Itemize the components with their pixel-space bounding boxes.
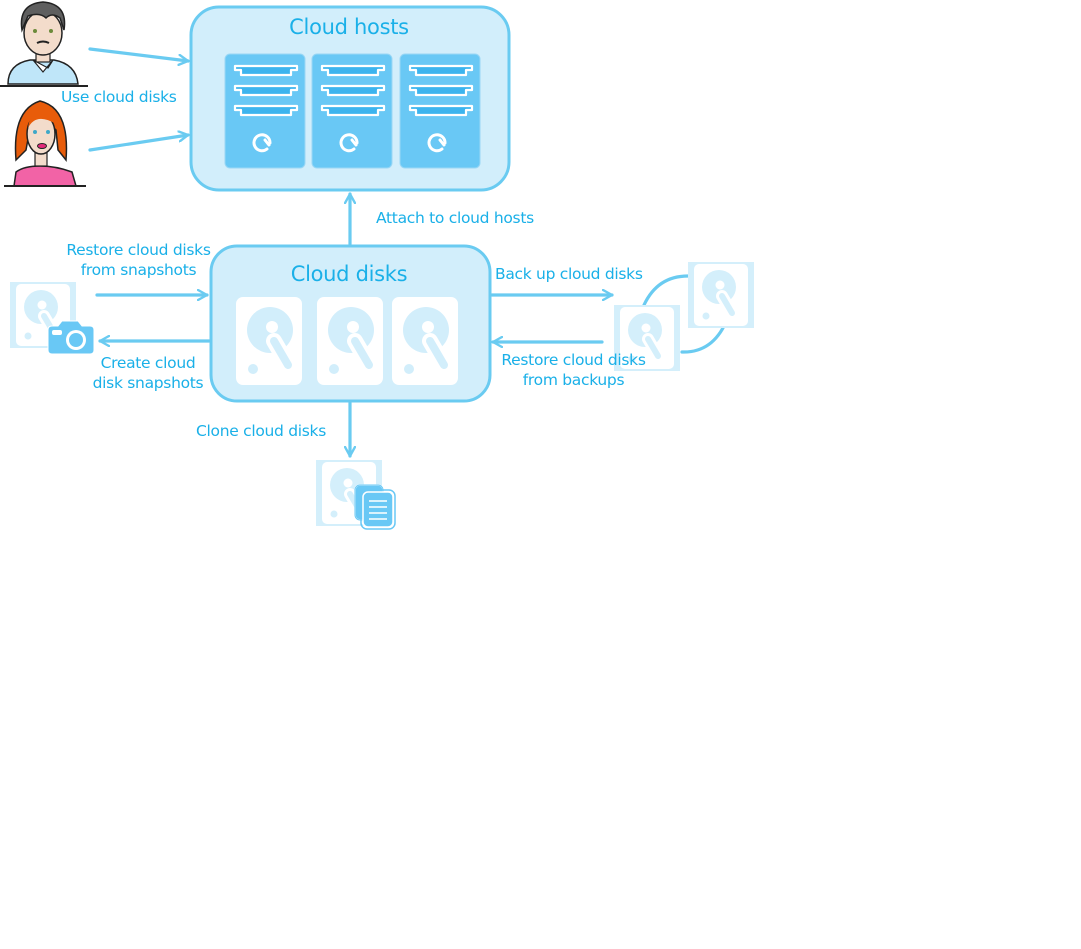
- server-icon: [310, 52, 394, 170]
- cloud-hosts-box: [189, 5, 511, 192]
- disk-snapshot-camera-icon: [10, 282, 95, 355]
- create-snapshots-line-2: disk snapshots: [92, 374, 204, 392]
- create-snapshots-label: Create cloud disk snapshots: [84, 353, 212, 393]
- hard-disk-icon: [392, 297, 458, 385]
- restore-from-snapshots-label: Restore cloud disks from snapshots: [56, 240, 221, 280]
- cloud-disks-title: Cloud disks: [290, 262, 408, 286]
- restore-from-backups-label: Restore cloud disks from backups: [491, 350, 656, 390]
- restore-from-backups-line-1: Restore cloud disks: [501, 351, 646, 369]
- cloud-hosts-title: Cloud hosts: [289, 15, 409, 39]
- disk-backup-pair-icon: [614, 262, 754, 371]
- restore-from-snapshots-line-2: from snapshots: [80, 261, 197, 279]
- use-cloud-disks-label: Use cloud disks: [61, 88, 177, 106]
- create-snapshots-line-1: Create cloud: [100, 354, 196, 372]
- back-up-cloud-disks-label: Back up cloud disks: [495, 265, 643, 283]
- male-user-avatar-icon: [0, 1, 88, 87]
- hard-disk-icon: [236, 297, 302, 385]
- disk-clone-copy-icon: [316, 460, 396, 529]
- server-icon: [223, 52, 307, 170]
- hard-disk-icon: [317, 297, 383, 385]
- restore-from-backups-line-2: from backups: [522, 371, 625, 389]
- use-arrow-top: [88, 47, 190, 61]
- cloud-disks-box: [209, 244, 492, 403]
- clone-cloud-disks-label: Clone cloud disks: [196, 422, 326, 440]
- use-arrow-bottom: [88, 135, 190, 152]
- restore-from-snapshots-line-1: Restore cloud disks: [66, 241, 211, 259]
- attach-to-cloud-hosts-label: Attach to cloud hosts: [376, 209, 534, 227]
- female-user-avatar-icon: [4, 100, 86, 187]
- server-icon: [398, 52, 482, 170]
